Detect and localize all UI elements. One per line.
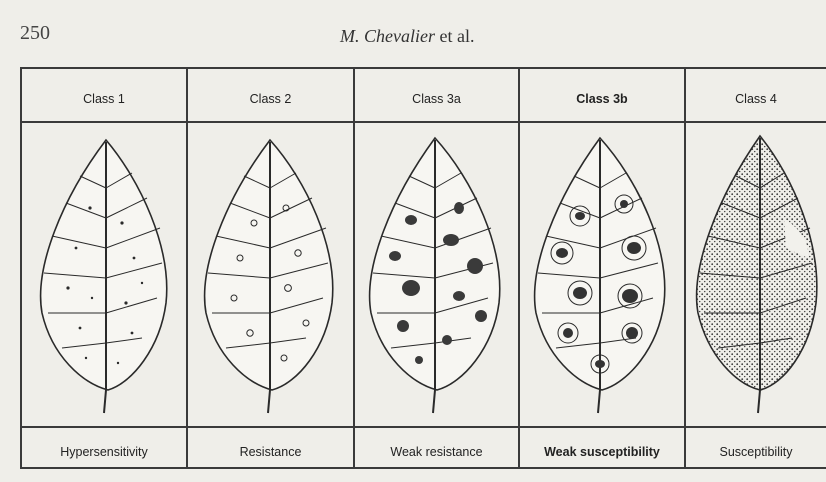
class-label-4: Class 4 <box>686 92 826 106</box>
outcome-label-3b: Weak susceptibility <box>520 445 684 459</box>
leaf-illustration-class-2 <box>188 128 353 418</box>
page-header: 250 M. Chevalier et al. <box>0 0 826 62</box>
class-label-2: Class 2 <box>188 92 353 106</box>
header-row-rule <box>20 121 826 123</box>
leaf-illustration-class-4 <box>686 128 826 418</box>
outcome-label-2: Resistance <box>188 445 353 459</box>
outcome-label-4: Susceptibility <box>686 445 826 459</box>
class-label-3b: Class 3b <box>520 92 684 106</box>
class-label-1: Class 1 <box>22 92 186 106</box>
footer-row-rule <box>20 426 826 428</box>
running-head: M. Chevalier et al. <box>340 26 474 47</box>
running-head-suffix: et al. <box>439 26 474 46</box>
leaf-illustration-class-1 <box>22 128 186 418</box>
outcome-label-1: Hypersensitivity <box>22 445 186 459</box>
leaf-illustration-class-3b <box>520 128 684 418</box>
page-number: 250 <box>20 22 50 45</box>
running-head-author: M. Chevalier <box>340 26 435 46</box>
leaf-illustration-class-3a <box>355 128 518 418</box>
class-label-3a: Class 3a <box>355 92 518 106</box>
outcome-label-3a: Weak resistance <box>355 445 518 459</box>
